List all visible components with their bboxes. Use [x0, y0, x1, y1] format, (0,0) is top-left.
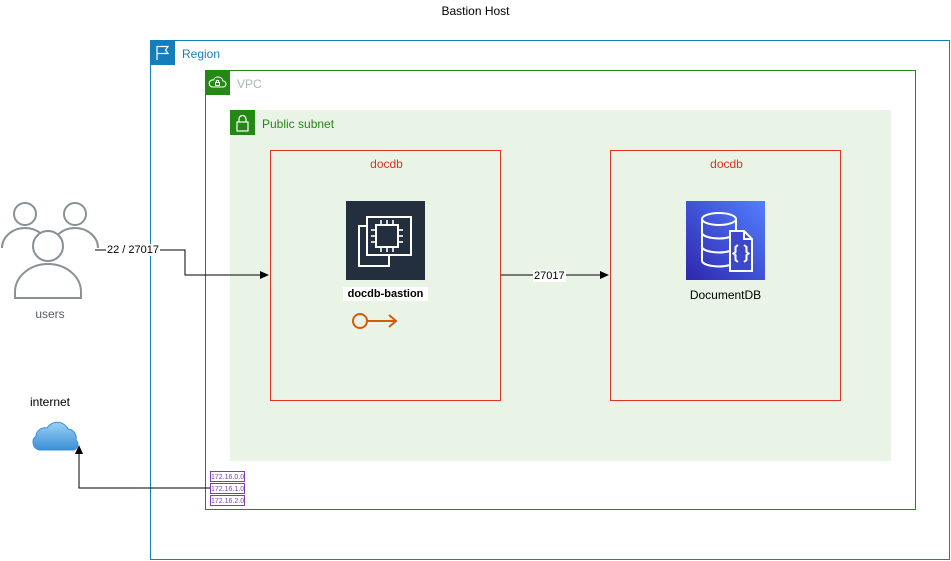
docdb-group-label: docdb	[710, 157, 743, 171]
diagram-title: Bastion Host	[441, 4, 510, 18]
documentdb-icon[interactable]	[686, 201, 765, 280]
public-subnet-group	[230, 110, 891, 461]
docdb-group-label: docdb	[370, 157, 403, 171]
region-flag-icon	[150, 40, 175, 65]
vpc-label: VPC	[237, 77, 262, 91]
region-label: Region	[182, 47, 221, 61]
ec2-instance-icon[interactable]	[346, 201, 425, 280]
bastion-to-documentdb-label: 27017	[533, 270, 566, 282]
region-group	[150, 40, 950, 560]
docdb-group-left: docdb	[270, 150, 501, 401]
internet-label: internet	[29, 395, 71, 409]
subnet-label: Public subnet	[262, 117, 335, 131]
route-table-entry: 172.16.1.0	[210, 483, 245, 494]
users-to-bastion-label: 22 / 27017	[106, 244, 160, 256]
docdb-group-right: docdb	[610, 150, 841, 401]
route-table-entry: 172.16.2.0	[210, 495, 245, 506]
subnet-lock-icon	[230, 110, 255, 135]
endpoint-icon	[352, 313, 398, 329]
route-table-entry: 172.16.0.0	[210, 471, 245, 482]
vpc-group	[205, 70, 916, 510]
internet-cloud-icon[interactable]	[30, 420, 82, 454]
documentdb-label: DocumentDB	[689, 288, 762, 302]
vpc-cloud-lock-icon	[205, 70, 230, 95]
route-to-internet-edge	[75, 445, 210, 489]
users-icon[interactable]	[0, 200, 100, 300]
bastion-label: docdb-bastion	[343, 287, 428, 301]
users-label: users	[35, 307, 65, 321]
